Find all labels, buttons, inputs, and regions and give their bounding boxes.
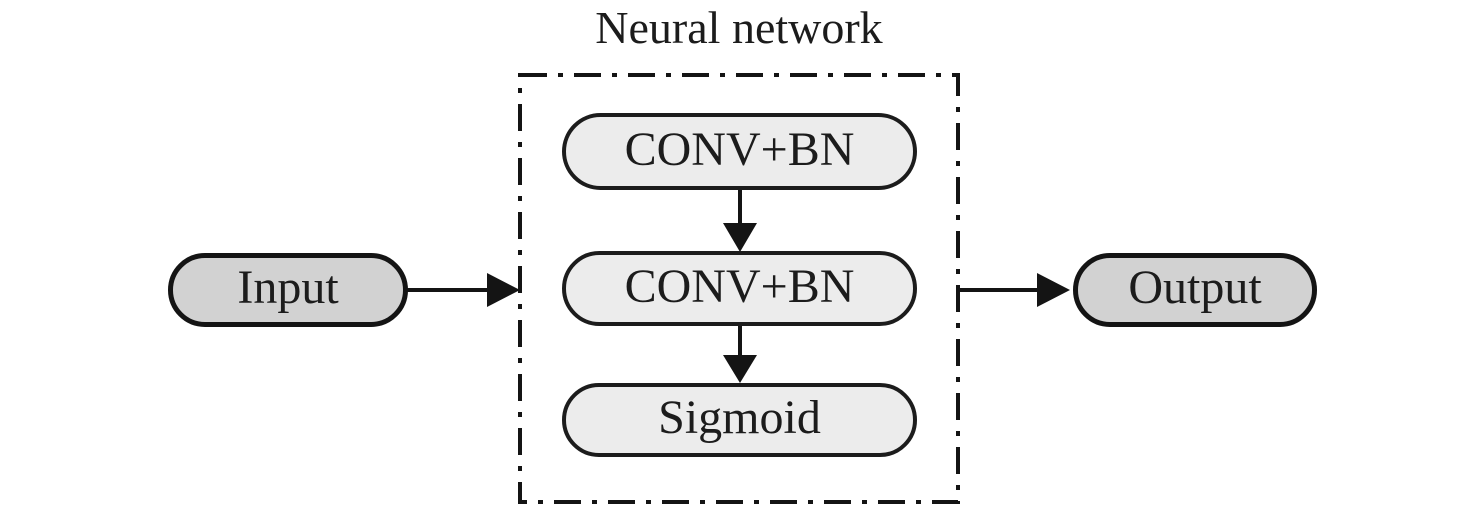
arrowhead-right-icon xyxy=(1037,273,1070,307)
node-sigmoid-label: Sigmoid xyxy=(658,391,821,444)
diagram-title: Neural network xyxy=(595,2,883,53)
node-conv-bn-2-label: CONV+BN xyxy=(624,259,855,313)
node-sigmoid: Sigmoid xyxy=(562,383,917,457)
node-input: Input xyxy=(168,253,408,327)
node-conv-bn-2: CONV+BN xyxy=(562,251,917,326)
arrowhead-down-icon xyxy=(723,223,757,252)
arrow-network-to-output xyxy=(957,273,1070,307)
node-output: Output xyxy=(1073,253,1317,327)
node-conv-bn-1-label: CONV+BN xyxy=(624,122,855,176)
node-input-label: Input xyxy=(237,261,339,314)
arrow-conv1-to-conv2 xyxy=(723,188,757,252)
arrow-input-to-network xyxy=(407,273,520,307)
arrowhead-right-icon xyxy=(487,273,520,307)
arrow-conv2-to-sigmoid xyxy=(723,326,757,383)
node-conv-bn-1: CONV+BN xyxy=(562,113,917,190)
node-output-label: Output xyxy=(1128,261,1262,314)
arrowhead-down-icon xyxy=(723,355,757,383)
